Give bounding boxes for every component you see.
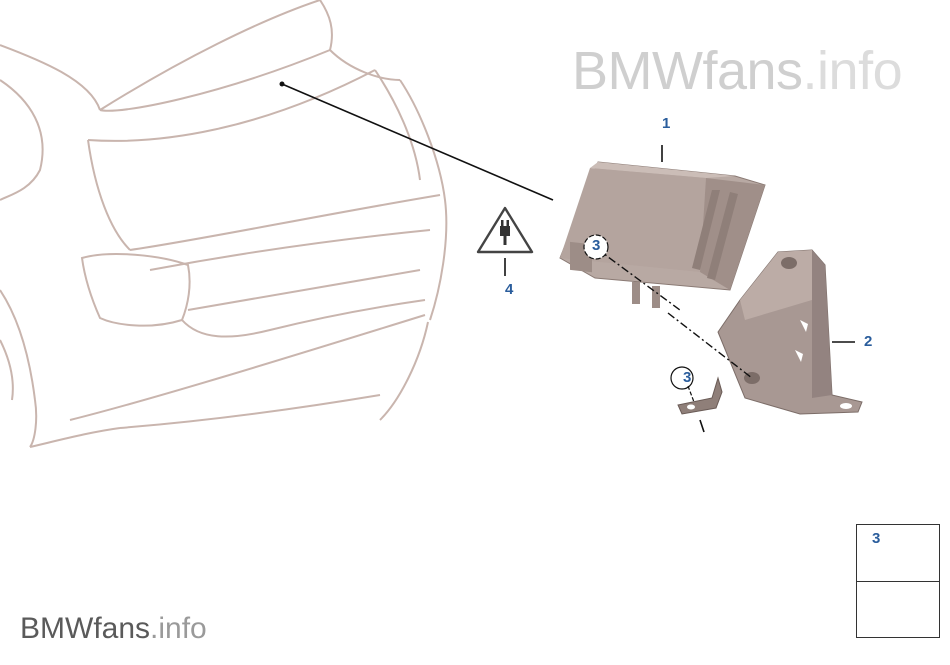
callout-part-2[interactable]: 2 bbox=[864, 333, 873, 350]
callout-part-3-bottom[interactable]: 3 bbox=[683, 369, 692, 386]
watermark-bottom-main: BMWfans bbox=[20, 612, 151, 645]
assembly-lines bbox=[595, 247, 753, 379]
callout-part-3-top[interactable]: 3 bbox=[592, 237, 601, 254]
callout-part-1[interactable]: 1 bbox=[662, 115, 671, 132]
callout-part-4[interactable]: 4 bbox=[505, 281, 514, 298]
inset-divider bbox=[857, 581, 939, 582]
watermark-top-main: BMWfans bbox=[572, 41, 803, 101]
nut-marker-top bbox=[583, 234, 609, 260]
watermark-top-tld: .info bbox=[802, 41, 903, 101]
part-inset-panel bbox=[856, 524, 940, 638]
watermark-bottom: BMWfans.info bbox=[20, 612, 207, 646]
watermark-bottom-tld: .info bbox=[150, 612, 207, 645]
control-module bbox=[559, 145, 766, 308]
mounting-bracket bbox=[677, 249, 863, 433]
location-leader-line bbox=[279, 81, 554, 201]
watermark-top: BMWfans.info bbox=[572, 40, 903, 102]
warning-triangle-plug-icon bbox=[476, 206, 534, 276]
nut-marker-bottom bbox=[670, 366, 695, 403]
vehicle-rear-outline bbox=[0, 0, 448, 448]
inset-callout-part-3[interactable]: 3 bbox=[872, 530, 881, 547]
